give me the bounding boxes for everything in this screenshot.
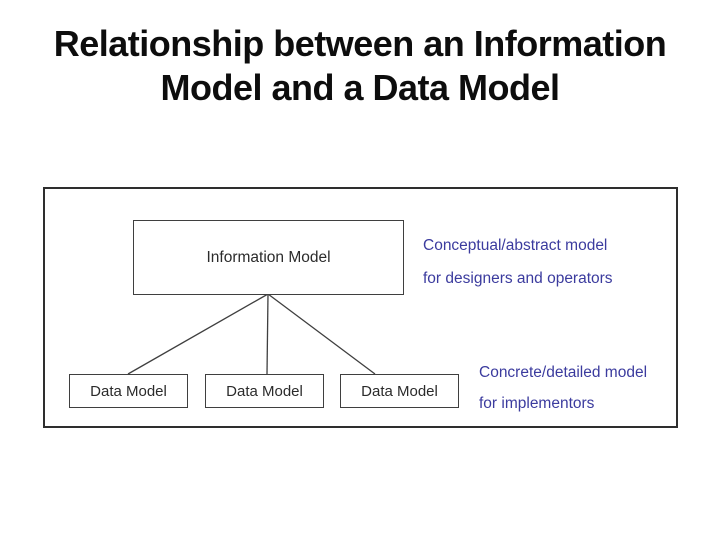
data-model-label-2: Data Model	[226, 382, 303, 400]
information-model-box: Information Model	[133, 220, 404, 295]
concrete-note-line-1: Concrete/detailed model	[479, 364, 648, 381]
connector-line-left	[127, 293, 269, 375]
slide-title: Relationship between an Information Mode…	[0, 22, 720, 110]
conceptual-note-line-2: for designers and operators	[423, 270, 613, 287]
concrete-note-line-2: for implementors	[479, 395, 595, 412]
concrete-note: Concrete/detailed model for implementors	[479, 357, 647, 419]
slide-title-line-1: Relationship between an Information	[53, 23, 667, 64]
connector-lines	[127, 293, 376, 375]
data-model-box-3: Data Model	[340, 374, 459, 408]
model-relationship-diagram: Information Model Data Model Data Model …	[43, 187, 678, 428]
data-model-box-2: Data Model	[205, 374, 324, 408]
connector-line-right	[267, 293, 376, 375]
data-model-label-1: Data Model	[90, 382, 167, 400]
slide-title-line-2: Model and a Data Model	[160, 67, 560, 108]
information-model-label: Information Model	[206, 248, 331, 266]
conceptual-note: Conceptual/abstract model for designers …	[423, 229, 613, 295]
conceptual-note-line-1: Conceptual/abstract model	[423, 237, 608, 254]
data-model-label-3: Data Model	[361, 382, 438, 400]
data-model-box-1: Data Model	[69, 374, 188, 408]
connector-line-middle	[266, 293, 269, 375]
